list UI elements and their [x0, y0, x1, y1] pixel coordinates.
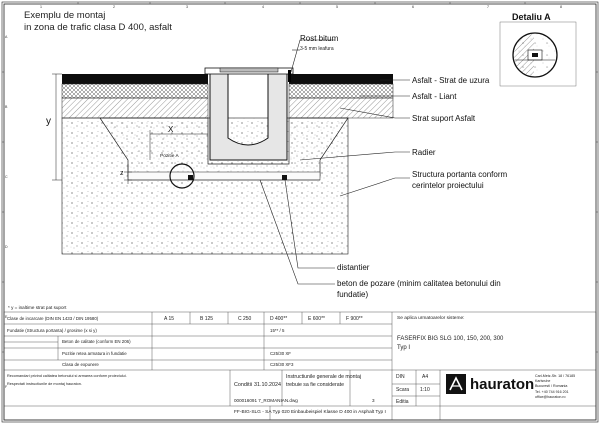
tb-edition-label: Editia: [396, 399, 409, 405]
spacer-left: [188, 175, 193, 180]
tb-class-d400: D 400**: [270, 316, 288, 322]
tb-row5-value: C25/30 XF3: [270, 362, 294, 367]
tb-row5-label: Clasa de expunere: [62, 362, 99, 367]
detail-title: Detaliu A: [512, 12, 551, 22]
grid-row-d: D: [5, 245, 8, 249]
channel-body: [209, 71, 288, 161]
label-structura-2: cerintelor proiectului: [412, 181, 484, 190]
tb-class-c250: C 250: [238, 316, 252, 322]
tb-notes: Recomandari privind calitatea betonului …: [7, 374, 127, 378]
grid-row-b: B: [5, 105, 8, 109]
tb-din-value: A4: [422, 374, 429, 380]
grid-col-1: 1: [40, 5, 42, 9]
dim-y-label: y: [46, 116, 51, 127]
tb-instr-1: Instructiunile generale de montaj: [286, 374, 361, 380]
tb-row3-label: Beton de calitate (conform EN 206): [62, 339, 131, 344]
grid-ticks: [2, 2, 598, 353]
drawing-title-line2: in zona de trafic clasa D 400, asfalt: [24, 22, 172, 33]
footnote: * y = inaltime strat pat suport: [8, 305, 67, 310]
asphalt-binder-left: [61, 83, 209, 99]
title-block-grid: [3, 311, 597, 421]
grid-row-a: A: [5, 35, 8, 39]
tb-drawing-no: 000016091 7_ROMANIAN.dwg: [234, 398, 298, 403]
grid-row-f: F: [5, 385, 8, 389]
tb-row4-label: Pozitie retea armatura in fundatie: [62, 351, 127, 356]
label-asfalt-liant: Asfalt - Liant: [412, 92, 457, 101]
tb-company-2: Karlsruhe: [535, 379, 551, 383]
grid-row-e: E: [5, 315, 8, 319]
dim-x: [149, 130, 208, 160]
tb-footer-line: FF-BIG-SLG - SA Typ 020 Einbaubeispiel K…: [234, 410, 386, 415]
tb-row2-value: 15** / 5: [270, 328, 285, 333]
label-rost-bitum: Rost bitum: [300, 34, 339, 43]
tb-class-b125: B 125: [200, 316, 214, 322]
label-strat-suport: Strat suport Asfalt: [412, 114, 476, 123]
label-asfalt-uzura: Asfalt - Strat de uzura: [412, 76, 490, 85]
tb-phone-2: office@hauraton.ro: [535, 395, 566, 399]
drawing-title-line1: Exemplu de montaj: [24, 10, 106, 21]
detail-circle: [169, 163, 195, 189]
tb-phone-1: Tel. +40 744 916 201: [535, 390, 569, 394]
hauraton-logo-mark: [446, 374, 466, 394]
spacer-right: [282, 175, 287, 180]
tb-company-1: Carl-Metz-Str. 18 / 76185: [535, 374, 576, 378]
tb-company-3: Bucuresti / Romania: [535, 384, 568, 388]
bitumen-joint: [288, 70, 291, 82]
hauraton-logo-text: hauraton: [470, 376, 535, 393]
dim-y: [52, 73, 62, 181]
leader-lines: [259, 39, 410, 285]
label-structura-1: Structura portanta conform: [412, 170, 508, 179]
tb-din-label: DIN: [396, 374, 405, 380]
tb-notes2: Respectati instructiunile de montaj haur…: [7, 382, 82, 386]
tb-conditii: Conditii: [234, 382, 252, 388]
label-leafing: 3-5 mm leafura: [300, 46, 334, 52]
label-beton-2: fundatie): [337, 290, 369, 299]
dim-x-label: X: [168, 125, 174, 134]
tb-product-line1: FASERFIX BIG SLG 100, 150, 200, 300: [397, 336, 504, 342]
asphalt-wear-right: [289, 74, 393, 84]
tb-class-label: Clase de incarcare (DIN EN 1433 / DIN 19…: [7, 316, 99, 321]
tb-row2-label: Fundatie (Structura portanta) / grosime …: [7, 328, 97, 333]
detail-panel-frame: [499, 21, 577, 87]
dim-z: [124, 164, 132, 184]
grid-col-7: 7: [487, 5, 489, 9]
label-distantier: distantier: [337, 263, 370, 272]
grid-col-5: 5: [336, 5, 338, 9]
tb-product-header: Se aplica urmatoarelor sisteme:: [397, 316, 465, 321]
grid-col-3: 3: [186, 5, 188, 9]
grid-col-2: 2: [113, 5, 115, 9]
tb-class-a15: A 15: [164, 316, 175, 322]
grid-col-8: 8: [560, 5, 562, 9]
label-radier: Radier: [412, 148, 436, 157]
tb-sheet: 3: [372, 398, 375, 403]
detail-a-content: [514, 34, 556, 76]
tb-class-f900: F 900**: [346, 316, 363, 322]
dim-z-label: z: [120, 170, 124, 177]
tb-scale-value: 1:10: [420, 387, 430, 393]
support-left: [61, 97, 209, 119]
label-beton-1: beton de pozare (minim calitatea betonul…: [337, 279, 501, 288]
tb-scale-label: Scara: [396, 387, 410, 393]
tb-product-line2: Typ I: [397, 345, 411, 351]
tb-instr-2: trebuie sa fie considerate: [286, 382, 344, 388]
tb-row4-value: C25/30 XF: [270, 351, 291, 356]
grid-col-6: 6: [412, 5, 414, 9]
bedding-concrete: [127, 171, 321, 181]
tb-class-e600: E 600**: [308, 316, 325, 322]
asphalt-wear-left: [62, 74, 208, 84]
grating-bar: [219, 67, 279, 73]
detail-ref-label: Pozitie A: [160, 154, 179, 159]
grid-col-4: 4: [262, 5, 264, 9]
tb-date: 31.10.2024: [254, 382, 281, 388]
grid-row-c: C: [5, 175, 8, 179]
